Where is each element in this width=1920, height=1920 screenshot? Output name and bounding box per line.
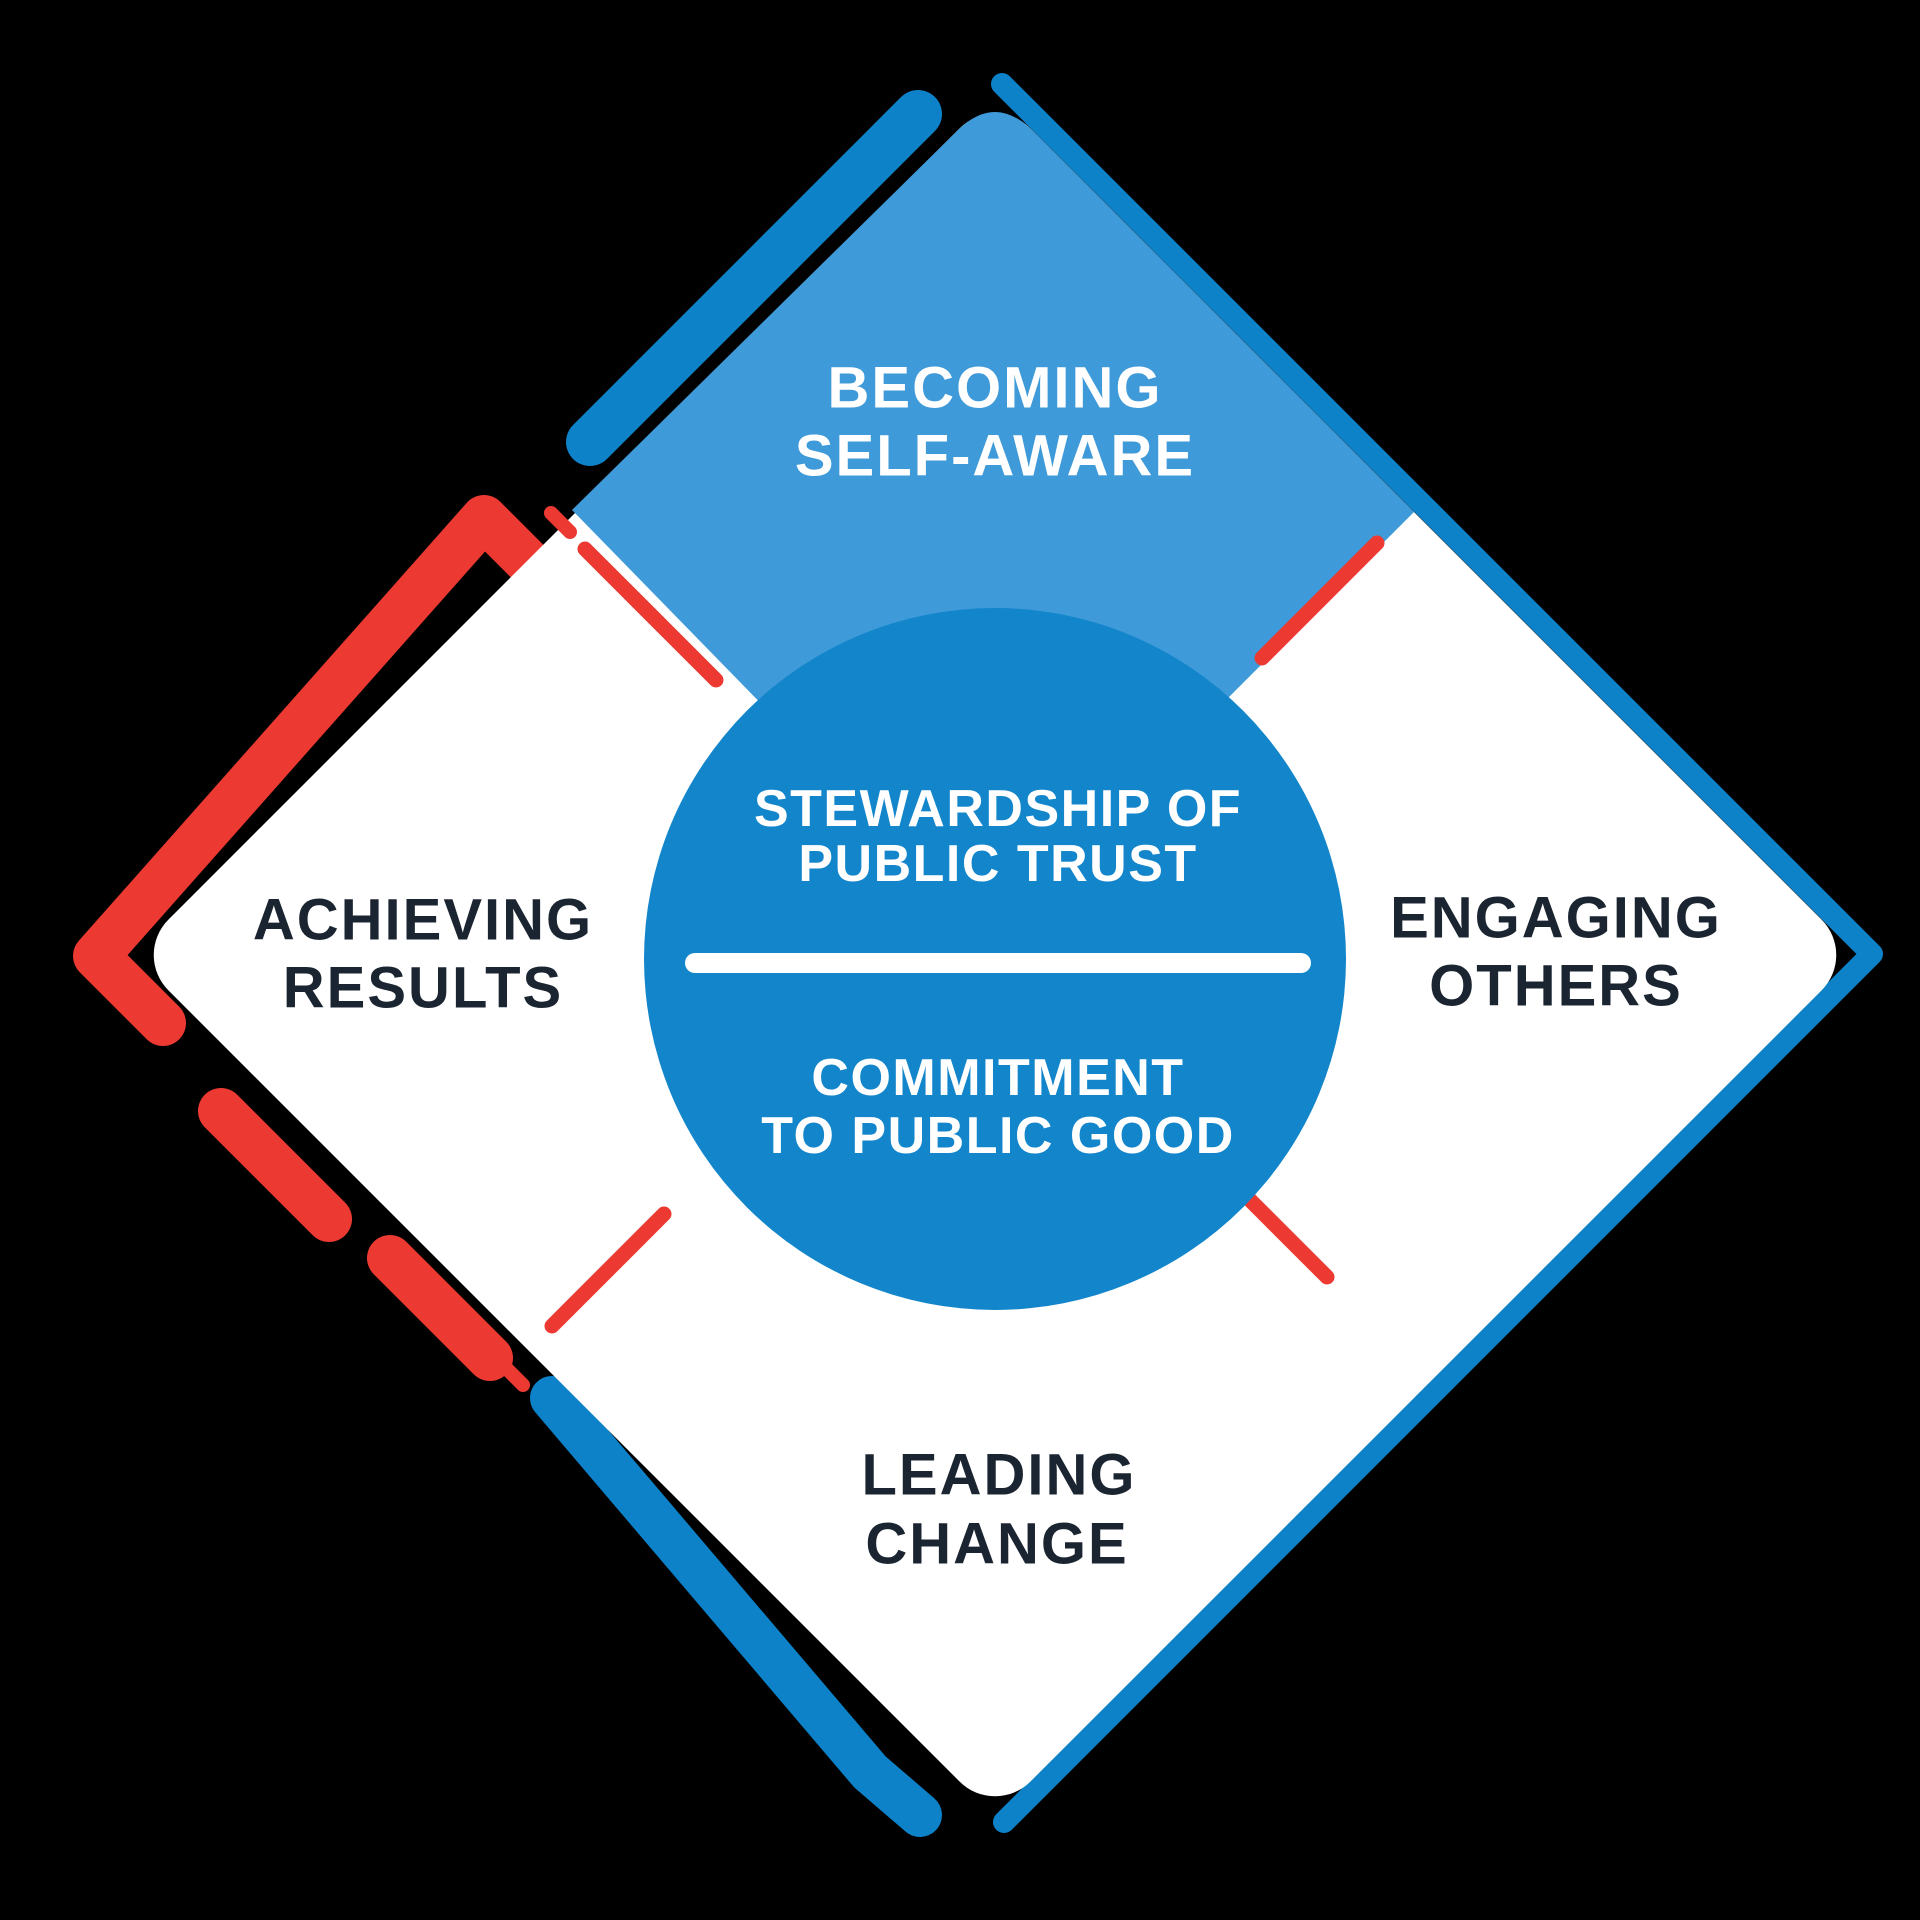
top-quadrant-label-line1: BECOMING <box>828 356 1163 421</box>
center-bottom-label-line1: COMMITMENT <box>811 1049 1184 1107</box>
accent-borders <box>73 73 1883 1837</box>
separator-top-left <box>577 541 724 688</box>
blue-border-outline <box>991 73 1883 1833</box>
separator-top-left-tick <box>544 506 577 539</box>
quadrant-labels: BECOMING SELF-AWARE ACHIEVING RESULTS EN… <box>253 356 1722 1577</box>
bottom-quadrant-label-line1: LEADING <box>862 1443 1137 1508</box>
center-top-label-line1: STEWARDSHIP OF <box>754 780 1242 838</box>
red-border-dash <box>367 1235 513 1381</box>
bottom-quadrant-label-line2: CHANGE <box>865 1512 1128 1577</box>
separator-top-right <box>1254 535 1385 666</box>
red-border-tick <box>498 1360 530 1392</box>
left-quadrant-label-line1: ACHIEVING <box>253 888 593 953</box>
separator-bottom-left <box>544 1206 672 1334</box>
blue-top-accent-band <box>566 90 942 466</box>
left-quadrant-label-line2: RESULTS <box>283 956 563 1021</box>
center-labels: STEWARDSHIP OF PUBLIC TRUST COMMITMENT T… <box>754 780 1242 1165</box>
red-border-band <box>73 495 561 1046</box>
right-quadrant-label-line2: OTHERS <box>1429 954 1683 1019</box>
center-bottom-label-line2: TO PUBLIC GOOD <box>761 1107 1235 1165</box>
top-quadrant-label-line2: SELF-AWARE <box>795 424 1195 489</box>
blue-bottom-accent-band <box>530 1376 942 1837</box>
top-quadrant-shape <box>572 112 1414 937</box>
red-border-dash <box>198 1088 352 1242</box>
right-quadrant-label-line1: ENGAGING <box>1390 886 1722 951</box>
center-top-label-line2: PUBLIC TRUST <box>798 835 1197 893</box>
